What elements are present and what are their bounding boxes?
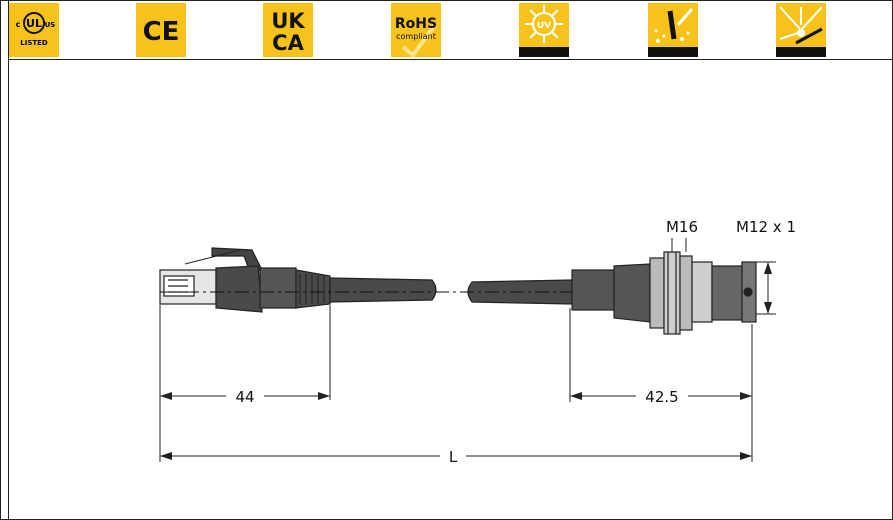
dimension-42-5-label: 42.5 — [645, 388, 678, 406]
flame-badge — [776, 3, 826, 57]
ukca-mark-icon: UK CA — [263, 3, 313, 57]
cable-left-segment — [329, 277, 437, 303]
ul-c-text: c — [16, 20, 21, 29]
extension-lines — [159, 261, 776, 462]
ukca-ca-text: CA — [272, 31, 304, 55]
thread-m12-label: M12 x 1 — [736, 218, 796, 236]
welding-spark-resistant-icon — [648, 3, 698, 57]
dimension-44 — [160, 392, 330, 400]
plug-boot — [215, 265, 331, 313]
flame-resistant-icon — [776, 3, 826, 57]
dimension-42-5 — [570, 392, 752, 400]
rj45-plug — [159, 247, 263, 305]
rohs-compliant-icon: RoHS compliant — [391, 3, 441, 57]
rohs-compliant-text: compliant — [396, 32, 436, 41]
ul-listed-badge: UL c US LISTED — [9, 3, 59, 57]
ul-us-text: US — [45, 21, 56, 29]
left-border — [8, 0, 9, 520]
m12-panel-connector — [571, 251, 757, 335]
rohs-text: RoHS — [395, 16, 437, 32]
ce-text: CE — [143, 17, 180, 47]
uv-text: UV — [537, 21, 551, 31]
ce-badge: CE — [136, 3, 186, 57]
ul-text: UL — [26, 17, 42, 30]
ul-listed-icon: UL c US LISTED — [9, 3, 59, 57]
ukca-badge: UK CA — [263, 3, 313, 57]
rohs-badge: RoHS compliant — [391, 3, 441, 57]
header-divider — [8, 59, 893, 60]
welding-badge — [648, 3, 698, 57]
ce-mark-icon: CE — [136, 3, 186, 57]
ukca-uk-text: UK — [271, 9, 305, 33]
dimension-total-label: L — [449, 448, 458, 466]
dimension-44-label: 44 — [235, 388, 254, 406]
dimension-total — [160, 452, 752, 460]
ul-listed-text: LISTED — [20, 39, 48, 47]
m12-diameter-dimension — [764, 262, 772, 314]
uv-badge: UV — [519, 3, 569, 57]
uv-resistant-icon: UV — [519, 3, 569, 57]
thread-m16-label: M16 — [666, 218, 698, 236]
